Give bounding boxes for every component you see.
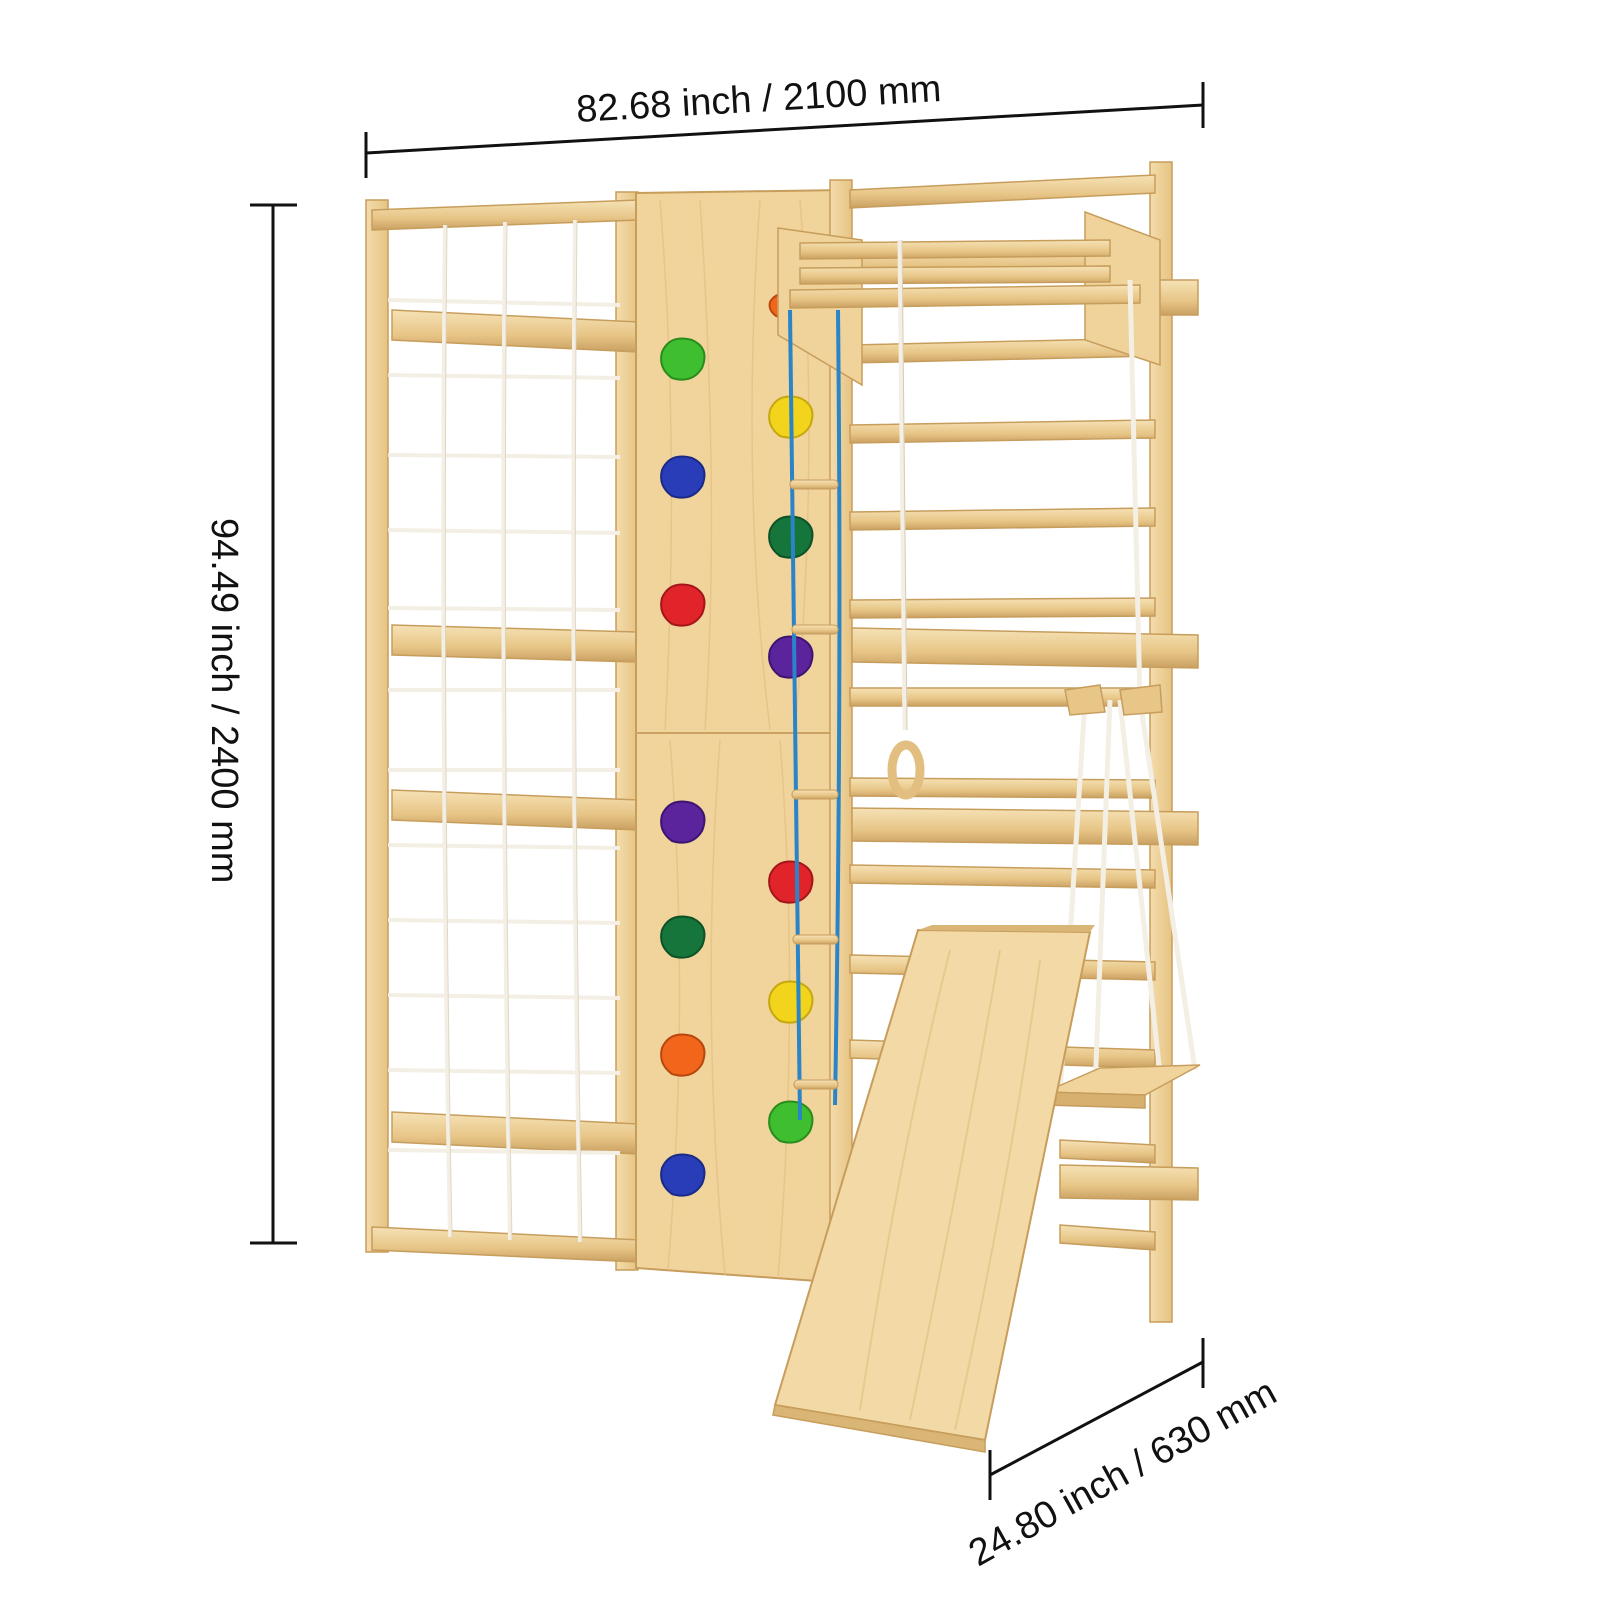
climbing-hold xyxy=(660,583,706,627)
swing xyxy=(1044,279,1201,1109)
climbing-hold xyxy=(768,515,814,559)
net-frame xyxy=(365,191,641,1271)
climbing-hold xyxy=(660,915,706,959)
slide-board xyxy=(772,925,1095,1453)
climbing-hold xyxy=(660,1153,706,1197)
width-label: 82.68 inch / 2100 mm xyxy=(575,68,942,131)
gymnastic-ring xyxy=(887,239,925,800)
climbing-net xyxy=(387,219,621,1243)
climbing-hold xyxy=(660,800,706,844)
rope-ladder xyxy=(788,309,842,1121)
climbing-hold xyxy=(768,1100,814,1144)
width-dimension: 82.68 inch / 2100 mm xyxy=(364,68,1205,178)
depth-label: 24.80 inch / 630 mm xyxy=(962,1371,1284,1575)
height-label: 94.49 inch / 2400 mm xyxy=(203,518,245,883)
climbing-hold xyxy=(660,1033,706,1077)
depth-dimension: 24.80 inch / 630 mm xyxy=(962,1338,1284,1575)
climbing-hold xyxy=(660,337,706,381)
climbing-hold xyxy=(768,860,814,904)
height-dimension: 94.49 inch / 2400 mm xyxy=(203,203,297,1245)
climbing-holds xyxy=(660,292,814,1197)
climbing-hold xyxy=(660,455,706,499)
pull-up-bar xyxy=(777,210,1161,387)
climbing-hold xyxy=(768,635,814,679)
climbing-hold xyxy=(768,980,814,1024)
